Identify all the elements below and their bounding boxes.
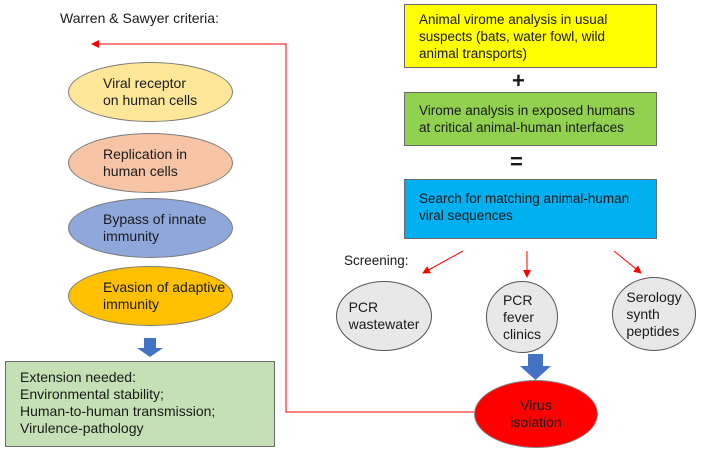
animal-virome-box: Animal virome analysis in usual suspects… — [404, 4, 657, 68]
feedback-arrow — [91, 40, 476, 413]
down-arrow-isolation — [520, 354, 551, 380]
extension-box: Extension needed: Environmental stabilit… — [5, 361, 275, 447]
screening-arrow-left — [422, 250, 464, 274]
screening-label: Screening: — [344, 253, 409, 268]
plus-sign: + — [512, 68, 525, 93]
down-arrow-criteria — [137, 338, 163, 357]
screening-arrow-right — [613, 250, 642, 274]
human-virome-box: Virome analysis in exposed humans at cri… — [404, 92, 657, 146]
equals-sign: = — [510, 149, 523, 174]
criteria-title: Warren & Sawyer criteria: — [60, 10, 219, 26]
matching-sequences-box: Search for matching animal-human viral s… — [404, 179, 657, 239]
